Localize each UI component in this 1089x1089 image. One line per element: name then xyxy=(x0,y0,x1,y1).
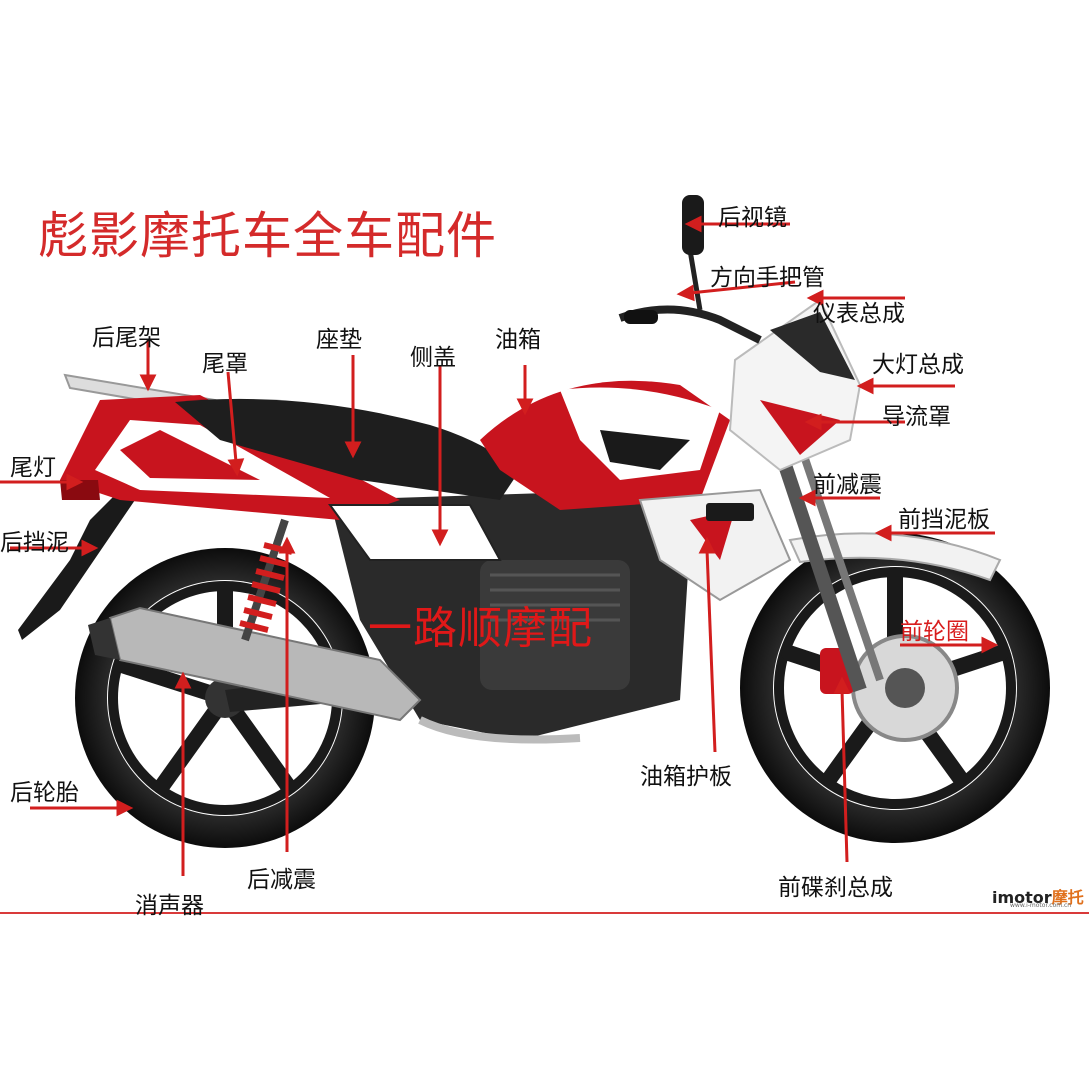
label-handlebar: 方向手把管 xyxy=(710,265,825,291)
brand-logo: imotor摩托 xyxy=(992,888,1084,907)
label-fairing: 导流罩 xyxy=(882,404,951,430)
front-wheel xyxy=(740,533,1050,843)
watermark-text: 一路顺摩配 xyxy=(368,603,593,654)
brand-url: www.i-motor.com.cn xyxy=(1010,902,1072,909)
page-title: 彪影摩托车全车配件 xyxy=(38,207,497,265)
label-front-brake: 前碟刹总成 xyxy=(778,875,893,901)
label-front-shock: 前减震 xyxy=(813,472,882,498)
label-instrument: 仪表总成 xyxy=(813,301,905,327)
label-seat: 座垫 xyxy=(316,327,362,353)
label-rear-mudguard: 后挡泥 xyxy=(0,530,69,556)
label-fuel-tank: 油箱 xyxy=(495,327,541,353)
label-front-rim: 前轮圈 xyxy=(900,619,969,645)
label-rear-tire: 后轮胎 xyxy=(10,780,79,806)
rear-shock-spring xyxy=(239,518,293,642)
label-headlight: 大灯总成 xyxy=(872,352,964,378)
label-arrows xyxy=(0,215,999,876)
label-tail-cover: 尾罩 xyxy=(202,351,248,377)
label-rear-shock: 后减震 xyxy=(247,867,316,893)
label-rear-rack: 后尾架 xyxy=(92,325,161,351)
label-front-fender: 前挡泥板 xyxy=(898,507,990,533)
frame-divider xyxy=(0,912,1089,914)
label-rear-mirror: 后视镜 xyxy=(718,205,787,231)
label-tank-guard: 油箱护板 xyxy=(640,764,732,790)
label-muffler: 消声器 xyxy=(135,893,204,919)
label-tail-light: 尾灯 xyxy=(10,455,56,481)
label-side-cover: 侧盖 xyxy=(410,345,456,371)
